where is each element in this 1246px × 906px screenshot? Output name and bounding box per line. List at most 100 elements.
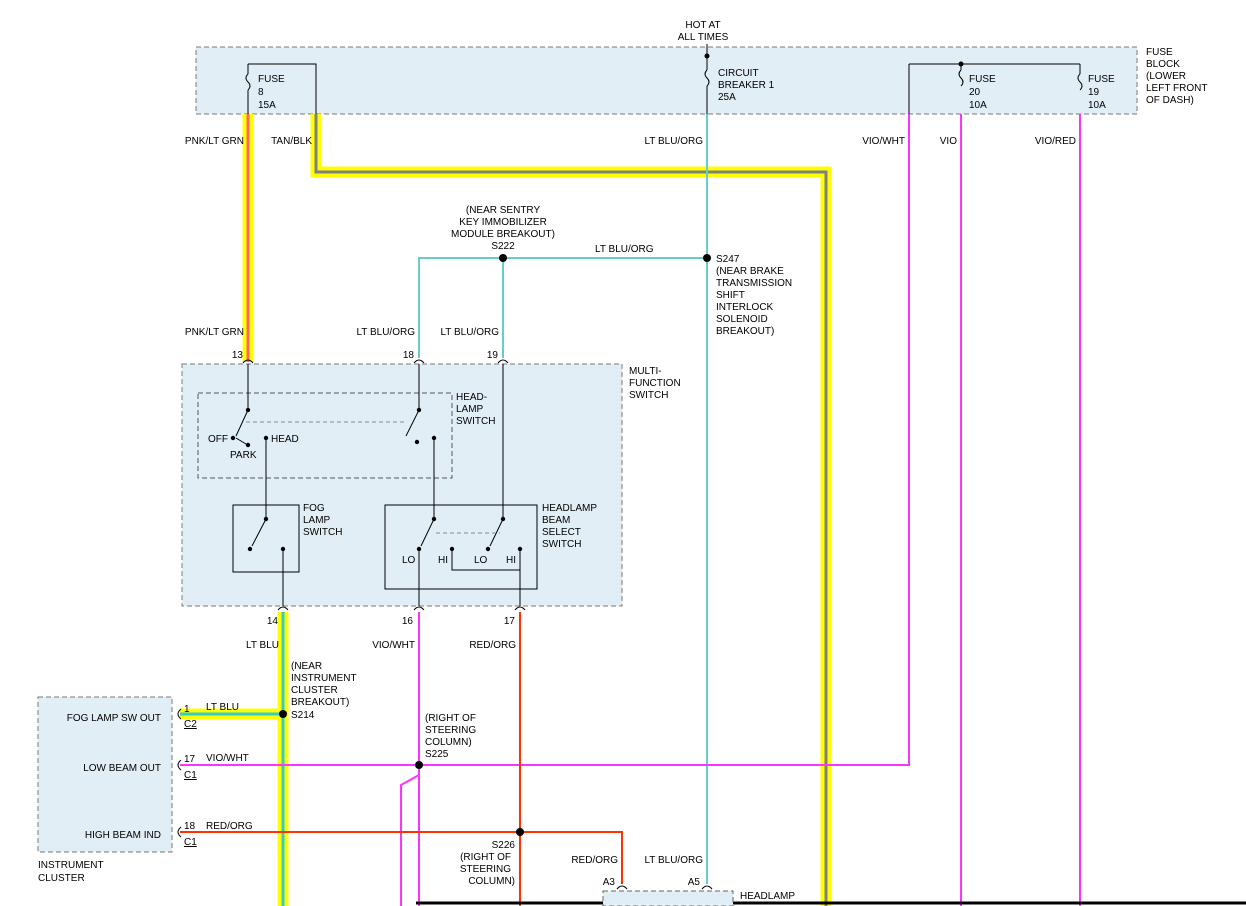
fuse-20-rating: 10A [969, 100, 987, 111]
cb1-label: CIRCUIT [718, 68, 759, 79]
s247-note-4: INTERLOCK [716, 302, 774, 313]
wire-lt-blu-org [418, 114, 708, 884]
fuse-block-label: FUSE [1146, 47, 1173, 58]
head-label: HEAD [271, 434, 299, 445]
fuse-19-number: 19 [1088, 87, 1100, 98]
fuse-20-icon [958, 61, 964, 87]
pin-19: 19 [487, 350, 499, 361]
s226-note-3: COLUMN) [468, 876, 515, 887]
fuse-8-number: 8 [258, 87, 264, 98]
fog-lamp-switch-label-2: LAMP [303, 515, 331, 526]
pin-1: 1 [184, 704, 190, 715]
wire-label-red-org-mid: RED/ORG [469, 640, 516, 651]
s226-note-1: (RIGHT OF [460, 852, 511, 863]
s222-note-3: MODULE BREAKOUT) [451, 229, 555, 240]
wire-label-tan-blk: TAN/BLK [271, 136, 312, 147]
connector-c2: C2 [184, 719, 197, 730]
wire-lt-blu [180, 612, 289, 906]
s225-note-3: COLUMN) [425, 737, 472, 748]
s222-label: S222 [491, 241, 515, 252]
s225-note-2: STEERING [425, 725, 476, 736]
pin-14: 14 [267, 616, 279, 627]
s222-note-1: (NEAR SENTRY [466, 205, 541, 216]
mfs-label-3: SWITCH [629, 390, 668, 401]
cb1-number: BREAKER 1 [718, 80, 775, 91]
wire-label-vio-wht-top: VIO/WHT [862, 136, 905, 147]
fog-lamp-switch-label-3: SWITCH [303, 527, 342, 538]
fuse-block [195, 46, 1138, 115]
fog-lamp-switch-icon [247, 516, 286, 606]
mfs-label-2: FUNCTION [629, 378, 681, 389]
splice-s222 [499, 254, 507, 262]
fuse-20-label: FUSE [969, 74, 996, 85]
pin-a3: A3 [603, 877, 616, 888]
wire-label-lt-blu-org-mid: LT BLU/ORG [595, 244, 654, 255]
headlamp-switch-label-3: SWITCH [456, 416, 495, 427]
s225-note-1: (RIGHT OF [425, 713, 476, 724]
pin-a5: A5 [688, 877, 701, 888]
s247-note-5: SOLENOID [716, 314, 768, 325]
lo-label-1: LO [402, 555, 416, 566]
beam-select-label-1: HEADLAMP [542, 503, 597, 514]
hot-at-label: HOT AT [685, 20, 720, 31]
mfs-label-1: MULTI- [629, 366, 662, 377]
fuse-block-label-2: BLOCK [1146, 59, 1180, 70]
circuit-breaker-1-icon [704, 44, 710, 114]
s247-note-1: (NEAR BRAKE [716, 266, 784, 277]
fuse-block-label-4: LEFT FRONT [1146, 83, 1207, 94]
s214-note-2: INSTRUMENT [291, 673, 357, 684]
connector-c1-high: C1 [184, 837, 197, 848]
beam-select-label-3: SELECT [542, 527, 581, 538]
lo-label-2: LO [474, 555, 488, 566]
wire-label-lt-blu-cluster: LT BLU [206, 702, 239, 713]
s247-label: S247 [716, 254, 740, 265]
cb1-rating: 25A [718, 92, 736, 103]
cluster-label-2: CLUSTER [38, 873, 85, 884]
headlamp-connector [416, 890, 1246, 906]
pin-17-cluster: 17 [184, 754, 196, 765]
wire-label-vio-wht-mid: VIO/WHT [372, 640, 415, 651]
fuse-block-label-3: (LOWER [1146, 71, 1186, 82]
splice-s225 [415, 761, 423, 769]
wire-label-pnk-lt-grn-lower: PNK/LT GRN [185, 327, 244, 338]
fuse-19-label: FUSE [1088, 74, 1115, 85]
s214-note-4: BREAKOUT) [291, 697, 349, 708]
wire-label-lt-blu-org-18: LT BLU/ORG [356, 327, 415, 338]
s214-label: S214 [291, 710, 315, 721]
s247-note-2: TRANSMISSION [716, 278, 792, 289]
fuse-block-label-5: OF DASH) [1146, 95, 1194, 106]
all-times-label: ALL TIMES [678, 32, 729, 43]
hi-label-2: HI [506, 555, 516, 566]
wire-label-lt-blu-org-top: LT BLU/ORG [644, 136, 703, 147]
headlamp-switch-icon [230, 364, 437, 519]
fuse-19-icon [1077, 64, 1083, 91]
fog-lamp-sw-out-label: FOG LAMP SW OUT [67, 713, 161, 724]
pin-18-cluster: 18 [184, 821, 196, 832]
s247-note-3: SHIFT [716, 290, 745, 301]
splice-s247 [703, 254, 711, 262]
off-label: OFF [208, 434, 228, 445]
cluster-label-1: INSTRUMENT [38, 860, 104, 871]
s214-note-1: (NEAR [291, 661, 322, 672]
headlamp-label: HEADLAMP [740, 891, 795, 902]
beam-select-label-2: BEAM [542, 515, 570, 526]
instrument-cluster-box [37, 696, 173, 853]
connector-c1-low: C1 [184, 770, 197, 781]
fuse-8-icon [245, 63, 317, 114]
fuse-8-label: FUSE [258, 74, 285, 85]
wire-tan-blk [310, 114, 832, 906]
fuse-20-number: 20 [969, 87, 981, 98]
pin-16: 16 [402, 616, 414, 627]
pin-17: 17 [504, 616, 516, 627]
wire-label-lt-blu-org-bottom: LT BLU/ORG [644, 855, 703, 866]
wire-label-vio-wht-cluster: VIO/WHT [206, 753, 249, 764]
high-beam-ind-label: HIGH BEAM IND [85, 830, 161, 841]
splice-s226 [516, 828, 524, 836]
splice-s214 [279, 710, 287, 718]
wire-label-red-org-cluster: RED/ORG [206, 821, 253, 832]
wire-label-pnk-lt-grn-top: PNK/LT GRN [185, 136, 244, 147]
park-label: PARK [230, 450, 257, 461]
connector-pin-marks [177, 359, 713, 890]
s226-label: S226 [492, 840, 516, 851]
wire-label-vio: VIO [940, 136, 957, 147]
